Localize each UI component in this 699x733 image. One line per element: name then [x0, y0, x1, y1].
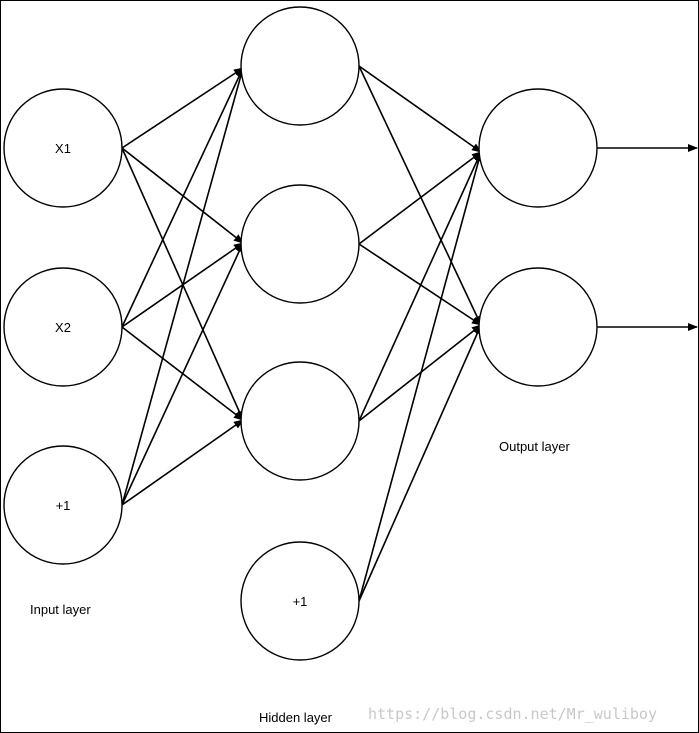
input-node-3-label: +1	[56, 498, 71, 513]
edge-hidden3-output1	[358, 151, 482, 422]
hidden-node-3	[240, 361, 360, 481]
edge-input1-hidden2	[121, 147, 244, 244]
hidden-node-4-label: +1	[293, 594, 308, 609]
hidden-node-1	[240, 6, 360, 126]
edge-input2-hidden1	[121, 67, 244, 328]
input-layer-label: Input layer	[30, 602, 91, 617]
input-node-2-label: X2	[55, 320, 71, 335]
connection-edges	[121, 65, 698, 602]
edge-input3-hidden2	[121, 242, 244, 506]
hidden-layer-label: Hidden layer	[259, 710, 333, 725]
edge-hidden1-output2	[358, 65, 482, 326]
output-node-1	[478, 88, 598, 208]
edge-hidden4-output2	[358, 324, 482, 602]
output-layer-label: Output layer	[499, 439, 570, 454]
watermark-text: https://blog.csdn.net/Mr_wuliboy	[368, 705, 657, 723]
output-node-2	[478, 267, 598, 387]
edge-hidden2-output1	[358, 151, 482, 245]
hidden-node-2	[240, 184, 360, 304]
input-node-3	[3, 445, 123, 565]
input-node-1	[3, 88, 123, 208]
input-node-2	[3, 267, 123, 387]
edge-hidden1-output1	[358, 65, 482, 153]
hidden-node-4	[240, 541, 360, 661]
edge-input1-hidden1	[121, 67, 244, 149]
input-node-1-label: X1	[55, 141, 71, 156]
edge-hidden2-output2	[358, 243, 482, 326]
edge-hidden4-output1	[358, 151, 483, 602]
edge-input3-hidden3	[121, 419, 244, 506]
edge-hidden3-output2	[358, 324, 482, 422]
edge-input3-hidden1	[121, 67, 245, 506]
